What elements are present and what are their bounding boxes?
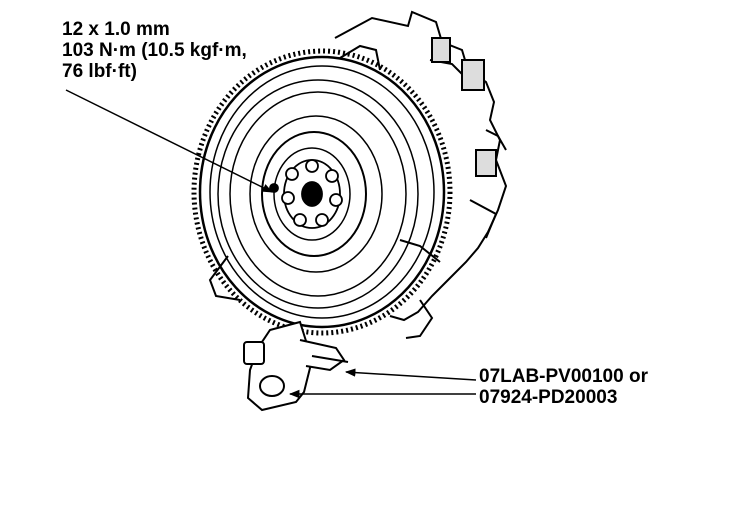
flywheel-bolts bbox=[269, 159, 343, 227]
tool-number-alternate: 07924-PD20003 bbox=[479, 387, 618, 409]
bolt bbox=[293, 213, 307, 227]
tool-number-callout: 07LAB-PV00100 or 07924-PD20003 bbox=[479, 366, 648, 409]
bolt bbox=[281, 191, 295, 205]
tool-number-primary: 07LAB-PV00100 or bbox=[479, 366, 648, 387]
bolt-size-label: 12 x 1.0 mm bbox=[62, 19, 170, 40]
bolt bbox=[285, 167, 299, 181]
tool-leader-line-1 bbox=[344, 368, 477, 381]
bolt bbox=[315, 213, 329, 227]
bolt bbox=[325, 169, 339, 183]
ring-gear bbox=[191, 48, 453, 336]
bolt bbox=[305, 159, 319, 173]
flywheel-face bbox=[217, 79, 419, 309]
engine-block bbox=[208, 10, 508, 339]
torque-value-label: 103 N·m (10.5 kgf·m, bbox=[62, 39, 247, 61]
ring-gear-holder-tool bbox=[243, 320, 349, 412]
torque-leader-line bbox=[65, 89, 273, 193]
torque-spec-callout: 12 x 1.0 mm 103 N·m (10.5 kgf·m, 76 lbf·… bbox=[62, 19, 247, 83]
torque-imperial-label: 76 lbf·ft) bbox=[62, 60, 137, 82]
bolt bbox=[329, 193, 343, 207]
